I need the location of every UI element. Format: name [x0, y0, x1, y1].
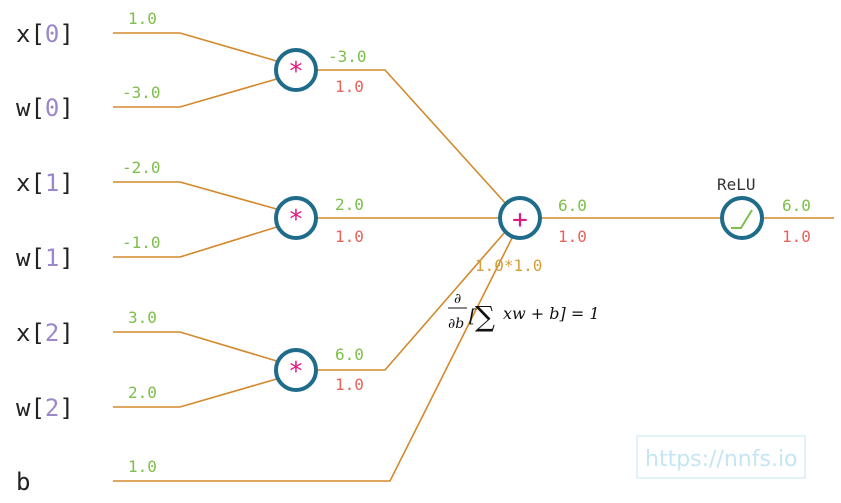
- input-value-x1: -2.0: [122, 158, 161, 177]
- input-value-b: 1.0: [128, 457, 157, 476]
- input-value-x2: 3.0: [128, 308, 157, 327]
- watermark: https://nnfs.io: [636, 435, 806, 479]
- input-value-w1: -1.0: [122, 233, 161, 252]
- sum-forward: 6.0: [558, 196, 587, 215]
- formula-sum-symbol: ∑: [475, 300, 495, 333]
- formula-numerator: ∂: [454, 291, 461, 307]
- relu-node: [720, 196, 764, 240]
- multiply-node-2: *: [274, 348, 318, 392]
- relu-label: ReLU: [717, 175, 756, 194]
- multiply-operator: *: [288, 205, 304, 235]
- formula-open-bracket: [: [469, 306, 477, 327]
- input-label-w1: w[1]: [16, 244, 74, 272]
- relu-forward: 6.0: [782, 196, 811, 215]
- wire-w0: [113, 77, 281, 108]
- sum-grad: 1.0: [558, 227, 587, 246]
- multiply-2-forward: 6.0: [335, 345, 364, 364]
- wire-mul2-sum: [316, 231, 506, 371]
- watermark-text: https://nnfs.io: [645, 447, 798, 472]
- input-value-w0: -3.0: [122, 83, 161, 102]
- multiply-1-forward: 2.0: [335, 195, 364, 214]
- formula-denominator: ∂b: [448, 316, 464, 332]
- input-label-b: b: [16, 468, 30, 496]
- wire-x2: [113, 331, 281, 363]
- multiply-node-1: *: [274, 196, 318, 240]
- formula-expression: xw + b] = 1: [503, 304, 600, 323]
- wire-w2: [113, 377, 281, 408]
- wire-w1: [113, 225, 281, 258]
- bias-derivative-formula: ∂ ∂b [ ∑ xw + b] = 1: [448, 291, 600, 333]
- relu-curve-icon: [731, 209, 753, 229]
- relu-grad: 1.0: [782, 227, 811, 246]
- multiply-operator: *: [288, 357, 304, 387]
- input-value-w2: 2.0: [128, 383, 157, 402]
- wire-bias-sum: [113, 237, 513, 482]
- wire-x0: [113, 32, 281, 63]
- chain-rule-label: 1.0*1.0: [475, 256, 542, 275]
- input-label-x1: x[1]: [16, 169, 74, 197]
- input-value-x0: 1.0: [128, 9, 157, 28]
- multiply-1-grad: 1.0: [335, 227, 364, 246]
- sum-operator: +: [512, 205, 528, 235]
- input-label-w0: w[0]: [16, 94, 74, 122]
- wire-mul0-sum: [316, 69, 508, 206]
- wire-x1: [113, 181, 281, 211]
- multiply-0-grad: 1.0: [335, 77, 364, 96]
- multiply-node-0: *: [274, 48, 318, 92]
- multiply-0-forward: -3.0: [328, 47, 367, 66]
- input-label-x2: x[2]: [16, 319, 74, 347]
- input-label-x0: x[0]: [16, 20, 74, 48]
- multiply-2-grad: 1.0: [335, 375, 364, 394]
- sum-node: +: [498, 196, 542, 240]
- input-label-w2: w[2]: [16, 394, 74, 422]
- multiply-operator: *: [288, 57, 304, 87]
